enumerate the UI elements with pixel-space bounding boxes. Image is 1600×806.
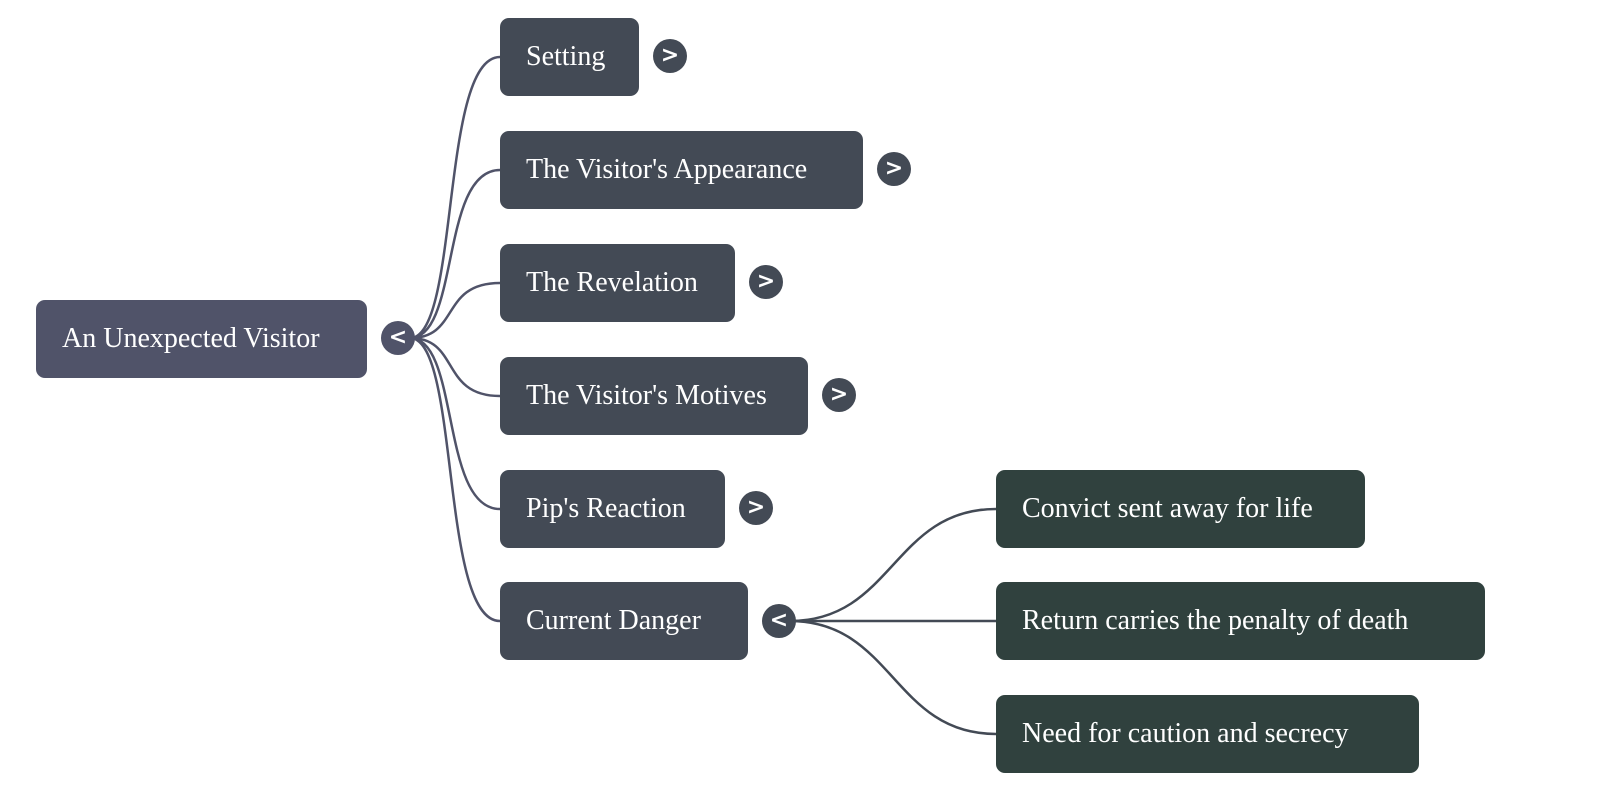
node-caution-secrecy[interactable]: Need for caution and secrecy xyxy=(996,695,1419,773)
expand-toggle-icon[interactable]: > xyxy=(877,152,911,186)
collapse-toggle-icon[interactable]: < xyxy=(381,321,415,355)
connector-line xyxy=(409,281,501,340)
expand-toggle-icon[interactable]: > xyxy=(739,491,773,525)
connector-line xyxy=(409,336,501,511)
node-revelation[interactable]: The Revelation xyxy=(500,244,735,322)
connector-line xyxy=(789,619,997,736)
expand-toggle-icon[interactable]: > xyxy=(749,265,783,299)
node-return-penalty-death[interactable]: Return carries the penalty of death xyxy=(996,582,1485,660)
node-pips-reaction[interactable]: Pip's Reaction xyxy=(500,470,725,548)
collapse-toggle-icon[interactable]: < xyxy=(762,604,796,638)
connector-line xyxy=(409,336,501,398)
node-visitors-motives[interactable]: The Visitor's Motives xyxy=(500,357,808,435)
expand-toggle-icon[interactable]: > xyxy=(822,378,856,412)
node-current-danger[interactable]: Current Danger xyxy=(500,582,748,660)
connector-line xyxy=(409,336,501,623)
connector-line xyxy=(409,168,501,340)
node-visitors-appearance[interactable]: The Visitor's Appearance xyxy=(500,131,863,209)
connector-line xyxy=(409,55,501,340)
node-convict-sent-away[interactable]: Convict sent away for life xyxy=(996,470,1365,548)
node-setting[interactable]: Setting xyxy=(500,18,639,96)
root-node[interactable]: An Unexpected Visitor xyxy=(36,300,367,378)
expand-toggle-icon[interactable]: > xyxy=(653,39,687,73)
connector-line xyxy=(789,507,997,623)
